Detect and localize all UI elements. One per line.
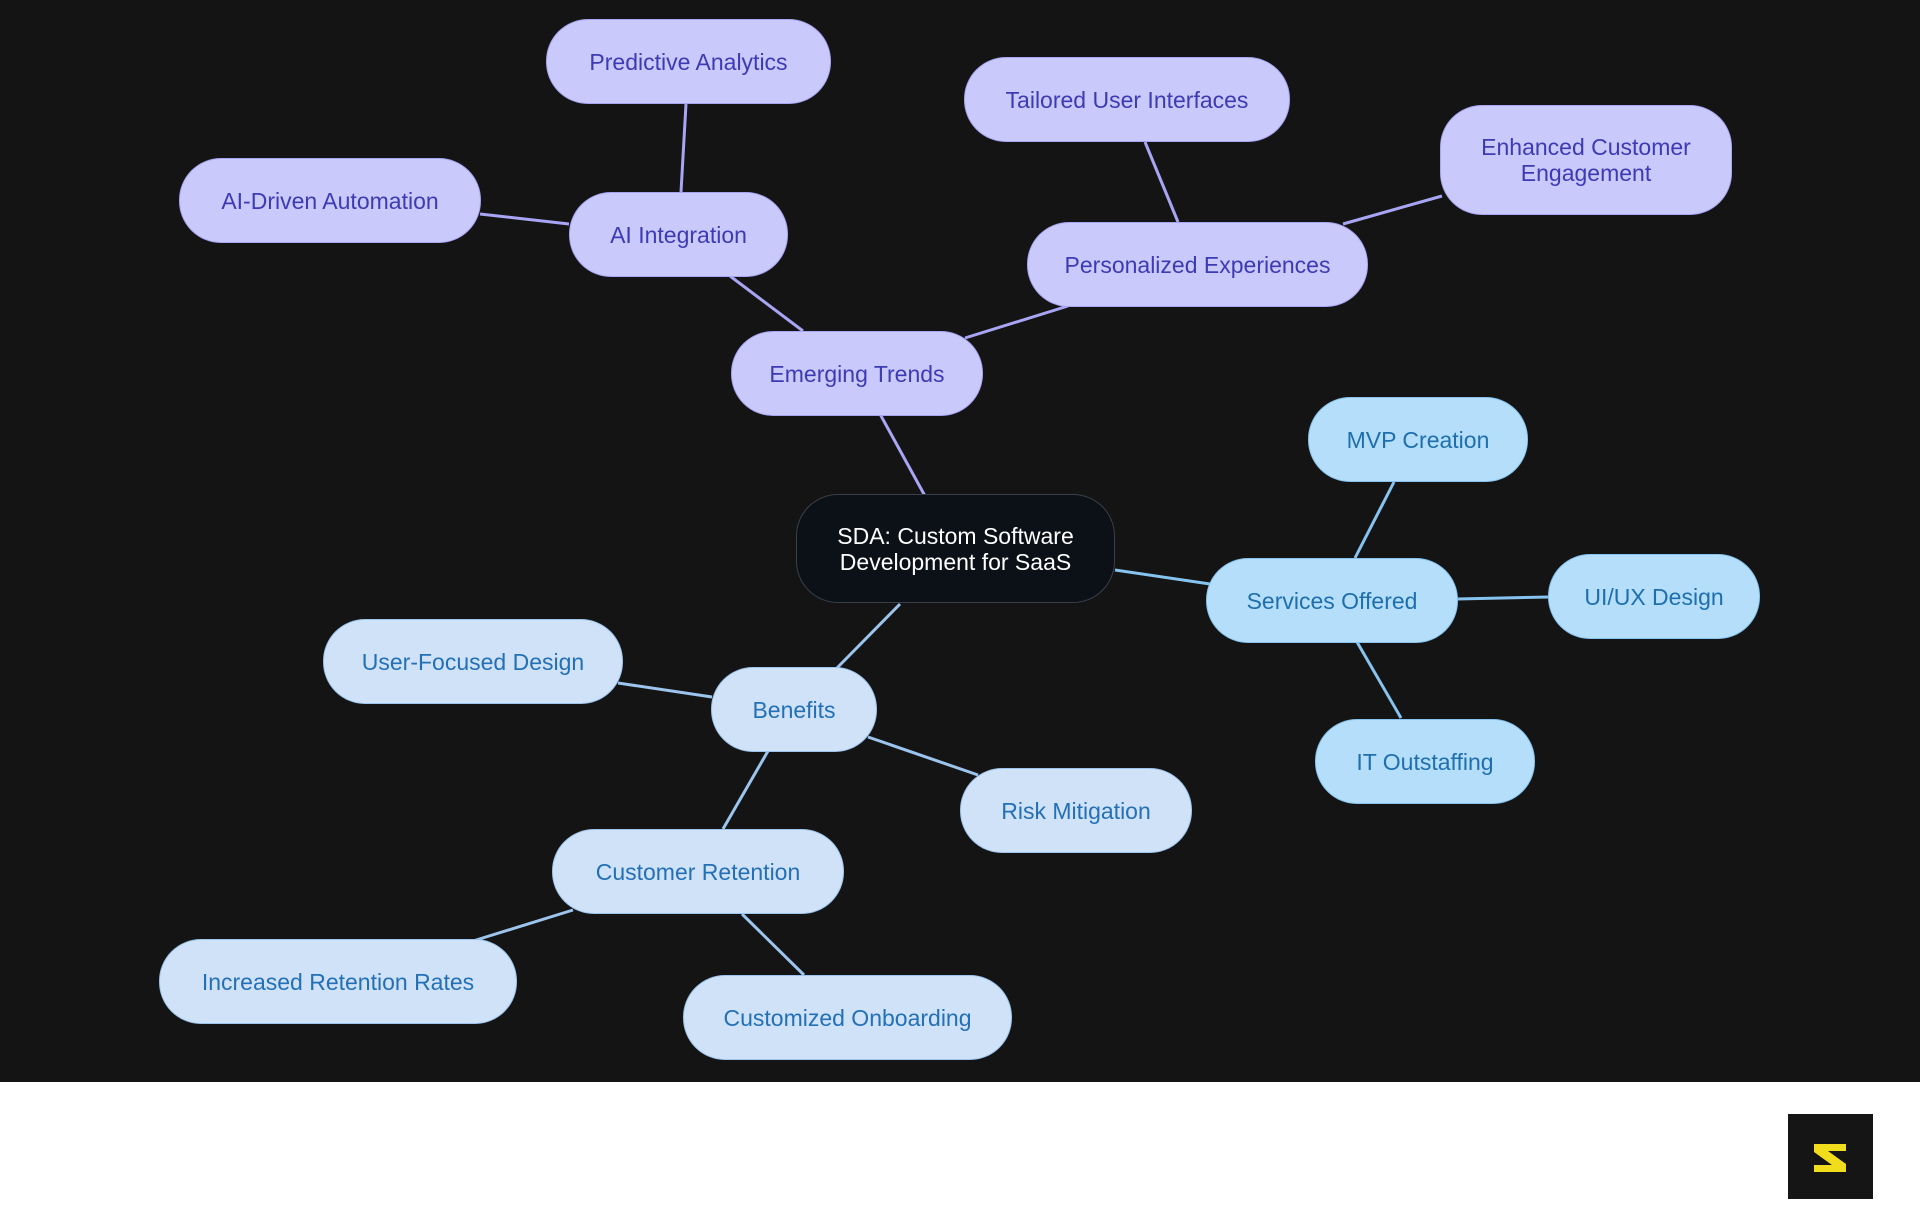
node-services-offered-label: Services Offered (1246, 587, 1418, 614)
node-emerging-trends: Emerging Trends (731, 331, 983, 416)
edge-root-benefits (833, 602, 902, 672)
node-mvp-creation-label: MVP Creation (1346, 426, 1490, 453)
node-it-outstaffing-label: IT Outstaffing (1356, 748, 1494, 775)
node-customer-retention: Customer Retention (552, 829, 844, 914)
node-user-focused-design: User-Focused Design (323, 619, 623, 704)
edge-emerging-personalized (964, 304, 1069, 340)
node-enhanced-customer-engagement-label: Enhanced Customer Engagement (1481, 134, 1691, 186)
node-ai-integration: AI Integration (569, 192, 788, 277)
node-customer-retention-label: Customer Retention (595, 858, 801, 885)
root-node: SDA: Custom Software Development for Saa… (796, 494, 1115, 603)
node-customized-onboarding: Customized Onboarding (683, 975, 1012, 1060)
edge-benefits-retention (721, 750, 770, 830)
node-tailored-user-interfaces-label: Tailored User Interfaces (1005, 86, 1249, 113)
mind-map-edges (472, 103, 1550, 977)
edge-root-services-offered (1114, 568, 1211, 586)
edge-emerging-ai-integration (729, 274, 804, 333)
node-user-focused-design-label: User-Focused Design (361, 648, 585, 675)
node-risk-mitigation: Risk Mitigation (960, 768, 1192, 853)
edge-benefits-risk (867, 735, 979, 777)
node-predictive-analytics: Predictive Analytics (546, 19, 831, 104)
edge-services-outstaffing (1355, 641, 1403, 719)
node-personalized-experiences: Personalized Experiences (1027, 222, 1368, 307)
mind-map-canvas: SDA: Custom Software Development for Saa… (0, 0, 1920, 1082)
root-node-label: SDA: Custom Software Development for Saa… (837, 522, 1074, 575)
node-services-offered: Services Offered (1206, 558, 1458, 643)
node-enhanced-customer-engagement: Enhanced Customer Engagement (1440, 105, 1732, 215)
edge-services-mvp (1353, 481, 1396, 559)
s-logo-icon (1788, 1114, 1873, 1199)
node-increased-retention-rates: Increased Retention Rates (159, 939, 517, 1024)
edge-benefits-user-focused (617, 681, 713, 699)
edge-root-emerging-trends (878, 413, 927, 497)
edge-ai-predictive (679, 103, 688, 193)
node-ai-driven-automation: AI-Driven Automation (179, 158, 481, 243)
node-emerging-trends-label: Emerging Trends (769, 360, 945, 387)
node-tailored-user-interfaces: Tailored User Interfaces (964, 57, 1290, 142)
node-mvp-creation: MVP Creation (1308, 397, 1528, 482)
edge-ai-automation (479, 212, 570, 226)
edge-personalized-tailored (1143, 141, 1180, 223)
node-risk-mitigation-label: Risk Mitigation (1001, 797, 1151, 824)
node-ai-integration-label: AI Integration (610, 221, 747, 248)
node-it-outstaffing: IT Outstaffing (1315, 719, 1535, 804)
node-predictive-analytics-label: Predictive Analytics (589, 48, 788, 75)
node-ai-driven-automation-label: AI-Driven Automation (221, 187, 439, 214)
node-increased-retention-rates-label: Increased Retention Rates (201, 968, 475, 995)
node-personalized-experiences-label: Personalized Experiences (1064, 251, 1331, 278)
node-customized-onboarding-label: Customized Onboarding (723, 1004, 972, 1031)
node-benefits-label: Benefits (752, 696, 836, 723)
edge-personalized-engagement (1342, 194, 1443, 226)
node-benefits: Benefits (711, 667, 877, 752)
edge-retention-onboarding (740, 912, 806, 977)
node-ui-ux-design: UI/UX Design (1548, 554, 1760, 639)
edge-retention-increased (472, 908, 574, 943)
node-ui-ux-design-label: UI/UX Design (1584, 583, 1724, 610)
footer-area (0, 1082, 1920, 1215)
edge-services-uiux (1456, 595, 1550, 601)
